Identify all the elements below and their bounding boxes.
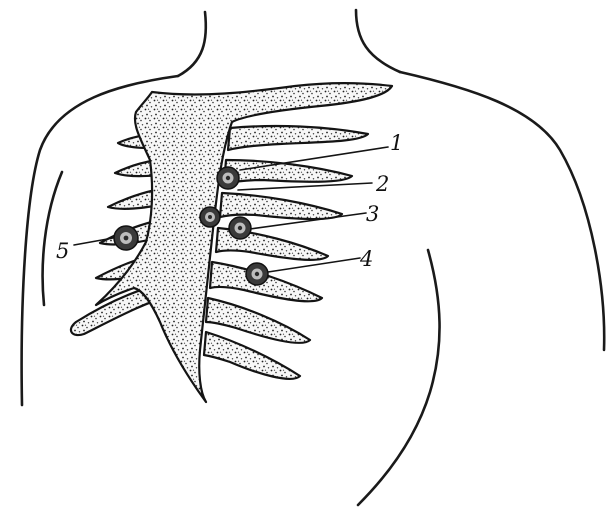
- leader-line-1: [240, 147, 388, 170]
- label-1: 1: [390, 131, 403, 155]
- point-5-marker: [114, 226, 138, 250]
- label-3: 3: [366, 202, 379, 226]
- right-rib-1: [228, 126, 368, 150]
- label-4: 4: [359, 247, 373, 271]
- right-rib-2: [224, 160, 352, 184]
- right-rib-3: [220, 193, 342, 219]
- right-ribs: [204, 126, 368, 379]
- point-2-marker: [200, 207, 220, 227]
- label-5: 5: [56, 239, 69, 263]
- label-2: 2: [375, 172, 389, 196]
- neck-left-outline: [178, 12, 206, 76]
- point-4-marker: [246, 263, 268, 285]
- point-3-marker: [229, 217, 251, 239]
- right-arm-inner-outline: [358, 250, 440, 505]
- neck-right-outline: [356, 10, 400, 72]
- right-shoulder-outline: [400, 72, 604, 350]
- leader-line-2: [238, 183, 372, 190]
- point-1-marker: [217, 167, 239, 189]
